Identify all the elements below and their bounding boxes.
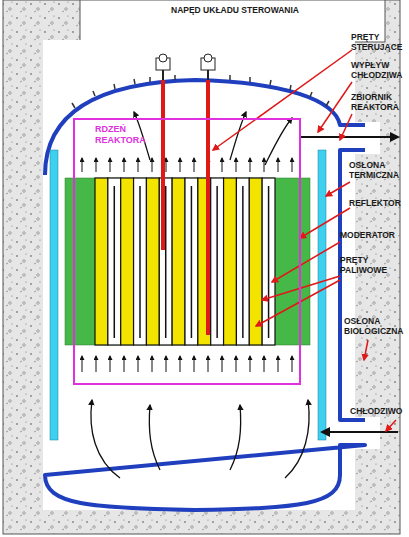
moderator-channel [236,178,249,345]
flow-arrow [222,356,223,372]
flow-arrow [194,158,195,172]
flow-arrow [149,405,160,470]
flow-arrow [278,158,279,172]
flow-arrow [152,356,153,372]
fuel-rod [172,178,185,345]
flow-arrow [236,158,237,172]
core-box: RDZEŃ REAKTORA [73,118,301,385]
flow-arrow [292,158,293,172]
head-bolts [72,75,329,108]
moderator-channel [185,178,198,345]
part-label: CHŁODZIWO [350,406,408,416]
channel-line [191,186,193,338]
drive-room [80,0,385,42]
fuel-rod [146,178,159,345]
fuel-rod [224,178,237,345]
flow-arrow [265,118,292,165]
part-label: OSŁONA TERMICZNA [349,160,409,180]
flow-arrow [152,158,153,172]
flow-arrow [194,356,195,372]
part-label: REFLEKTOR [349,198,409,208]
flow-arrow [292,356,293,372]
moderator-channel [134,178,147,345]
part-label: OSŁONA BIOLOGICZNA [344,316,408,336]
flow-arrow [250,356,251,372]
channel-line [242,186,244,338]
flow-arrow [91,400,120,478]
part-label: MODERATOR [340,230,406,240]
flow-arrow [110,356,111,372]
coolant-outlet-arrow [300,136,398,138]
channel-line [114,186,116,338]
flow-arrow [264,158,265,172]
moderator-channel [108,178,121,345]
part-label: PRĘTY PALIWOWE [340,255,400,275]
flow-arrow [82,356,83,372]
flow-arrow [166,356,167,372]
flow-arrow [180,356,181,372]
part-label: NAPĘD UKŁADU STEROWANIA [140,5,330,15]
part-label: WYPŁYW CHŁODZIWA [351,60,409,80]
flow-arrow [250,158,251,172]
flow-arrow [208,356,209,372]
thermal-shield [50,150,58,440]
part-label: ZBIORNIK REAKTORA [351,92,409,112]
flow-arrow [110,158,111,172]
flow-arrow [180,158,181,172]
flow-arrow [222,158,223,172]
reflector [65,178,310,345]
channel-line [268,186,270,338]
flow-arrow [138,158,139,172]
flow-arrow [230,405,241,470]
flow-arrow [264,356,265,372]
fuel-rod [95,178,108,345]
coolant-flow [82,112,309,478]
flow-arrow [124,356,125,372]
thermal-shield [318,150,326,440]
flow-arrow [96,356,97,372]
flow-arrow [278,356,279,372]
core-title: RDZEŃ REAKTORA [95,124,165,146]
reactor-vessel [45,80,365,510]
fuel-rod [249,178,262,345]
flow-arrow [138,356,139,372]
channel-line [165,186,167,338]
flow-arrow [82,158,83,172]
flow-arrow [96,158,97,172]
concrete-shield [3,0,400,534]
flow-arrow [236,356,237,372]
flow-arrow [166,158,167,172]
channel-line [216,186,218,338]
reactor-cavity [43,40,355,510]
fuel-assembly [95,178,275,345]
flow-arrow [285,400,309,478]
moderator-channel [211,178,224,345]
flow-arrow [124,158,125,172]
part-label: PRĘTY STERUJĄCE [351,32,409,52]
channel-line [139,186,141,338]
control-drive [156,54,215,80]
fuel-rod [121,178,134,345]
